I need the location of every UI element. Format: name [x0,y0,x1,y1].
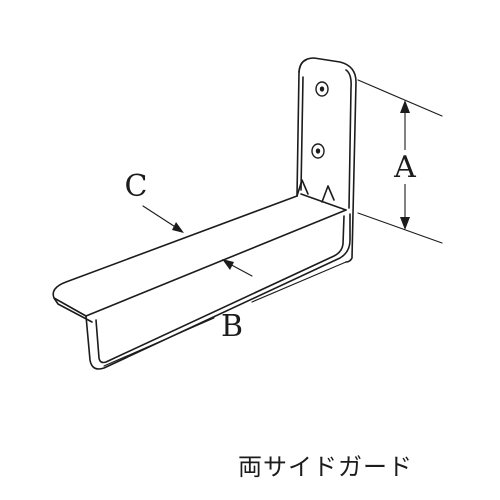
right-stiffening-rib [321,185,335,203]
left-end-return [53,297,93,323]
left-stiffening-rib [296,179,309,197]
upper-mounting-hole [315,81,329,97]
vertical-flange-thickness [298,59,307,191]
horizontal-leg-top-back-edge [300,193,347,211]
dimension-c-arrow [172,222,184,233]
dimension-c-leader [142,205,181,231]
dimension-b-leader-right [251,261,347,303]
lower-mounting-hole [311,143,325,159]
vertical-flange-front-edge [345,69,352,209]
dimension-b-leader-left [103,317,215,367]
horizontal-leg-front-inner-edge [95,215,345,364]
horizontal-leg-front-face [85,213,351,370]
dimension-a-upper-extension [357,79,443,117]
dimension-a-label: A [393,150,416,185]
figure-caption: 両サイドガード [238,453,413,481]
dimension-b-label: B [221,309,243,344]
dimension-a-arrow-bottom [400,217,410,230]
dimension-a-label-gap [391,150,419,184]
horizontal-leg-fold-line [85,209,347,317]
dimension-b-pointer-arrow [222,259,234,270]
dimension-c-label: C [125,169,148,204]
dimension-a-lower-extension [357,212,443,244]
dimension-a-arrow-top [400,100,410,113]
